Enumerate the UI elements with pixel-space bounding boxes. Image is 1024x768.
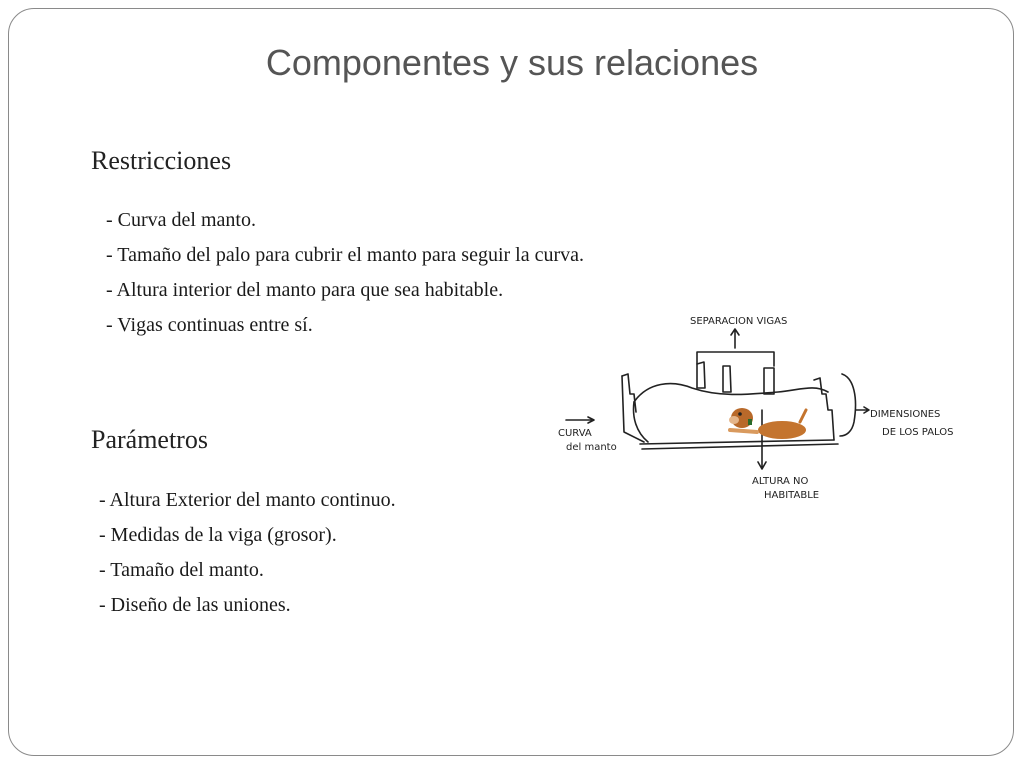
parametros-item: - Medidas de la viga (grosor). (99, 524, 337, 546)
restricciones-list: - Curva del manto. - Tamaño del palo par… (106, 203, 584, 343)
sketch-label-separacion: SEPARACION VIGAS (690, 316, 787, 327)
parametros-item: - Altura Exterior del manto continuo. (99, 489, 396, 511)
sketch-label-dimensiones-2: DE LOS PALOS (882, 427, 953, 438)
parametros-list: - Altura Exterior del manto continuo. - … (99, 483, 396, 623)
slide-title: Componentes y sus relaciones (265, 42, 759, 83)
parametros-item: - Diseño de las uniones. (99, 594, 291, 616)
parametros-heading: Parámetros (91, 425, 208, 454)
sketch-drawing (565, 328, 870, 470)
dog-figure (728, 408, 808, 439)
sketch-label-altura-2: HABITABLE (764, 490, 819, 501)
structure-sketch-image: SEPARACION VIGAS DIMENSIONES DE LOS PALO… (558, 316, 953, 501)
sketch-label-curva-2: del manto (566, 442, 617, 453)
restricciones-item: - Altura interior del manto para que sea… (106, 279, 504, 301)
restricciones-item: - Vigas continuas entre sí. (106, 314, 313, 336)
sketch-label-altura-1: ALTURA NO (752, 476, 809, 487)
slide-frame (8, 8, 1014, 756)
sketch-label-curva-1: CURVA (558, 428, 592, 439)
sketch-label-dimensiones-1: DIMENSIONES (870, 409, 940, 420)
restricciones-item: - Curva del manto. (106, 209, 256, 231)
restricciones-item: - Tamaño del palo para cubrir el manto p… (106, 244, 585, 266)
restricciones-heading: Restricciones (91, 146, 232, 175)
parametros-item: - Tamaño del manto. (99, 559, 264, 581)
